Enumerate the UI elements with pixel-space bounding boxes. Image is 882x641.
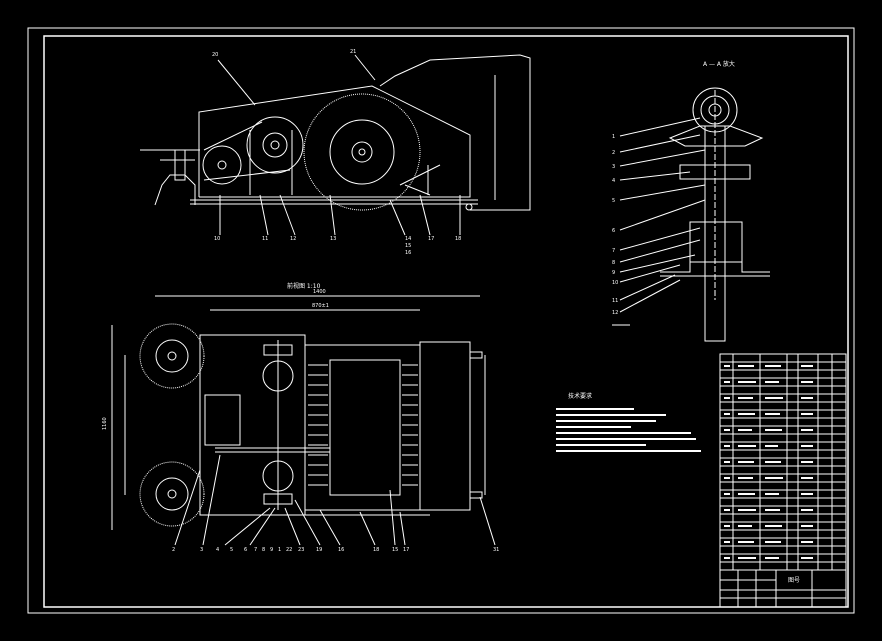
section-title: A — A 放大 bbox=[703, 60, 735, 68]
svg-text:11: 11 bbox=[612, 298, 618, 304]
svg-text:9: 9 bbox=[270, 547, 273, 553]
svg-text:18: 18 bbox=[455, 236, 461, 242]
plan-view: 前视图 1:10 1400 870±1 1160 bbox=[102, 282, 499, 553]
svg-text:7: 7 bbox=[612, 248, 615, 254]
svg-text:12: 12 bbox=[612, 310, 618, 316]
svg-text:8: 8 bbox=[612, 260, 615, 266]
elevation-view: 10 11 12 13 14 15 16 17 18 20 21 bbox=[140, 49, 531, 256]
parts-list-table bbox=[719, 353, 847, 608]
svg-text:13: 13 bbox=[330, 236, 336, 242]
svg-text:17: 17 bbox=[428, 236, 434, 242]
svg-text:2: 2 bbox=[172, 547, 175, 553]
svg-text:21: 21 bbox=[350, 49, 356, 55]
svg-text:17: 17 bbox=[403, 547, 409, 553]
section-view-a-a: A — A 放大 1 2 3 4 5 6 7 8 9 10 11 bbox=[612, 60, 770, 342]
svg-text:5: 5 bbox=[612, 198, 615, 204]
svg-text:15: 15 bbox=[405, 243, 411, 249]
drum-hatching bbox=[308, 364, 418, 486]
title-block: 图号 bbox=[720, 569, 846, 607]
svg-text:8: 8 bbox=[262, 547, 265, 553]
plan-title: 前视图 1:10 bbox=[287, 282, 321, 290]
svg-text:31: 31 bbox=[493, 547, 499, 553]
svg-text:16: 16 bbox=[338, 547, 344, 553]
svg-text:1: 1 bbox=[612, 134, 615, 140]
svg-text:11: 11 bbox=[262, 236, 268, 242]
svg-text:2: 2 bbox=[612, 150, 615, 156]
svg-text:19: 19 bbox=[316, 547, 322, 553]
svg-text:4: 4 bbox=[216, 547, 219, 553]
svg-text:18: 18 bbox=[373, 547, 379, 553]
technical-notes: 技术要求 bbox=[556, 392, 701, 452]
parts-list-rows bbox=[720, 361, 846, 571]
svg-text:3: 3 bbox=[200, 547, 203, 553]
drawing-frame bbox=[27, 27, 855, 614]
svg-text:12: 12 bbox=[290, 236, 296, 242]
svg-text:3: 3 bbox=[612, 164, 615, 170]
title-block-mark: 图号 bbox=[788, 577, 800, 584]
tech-notes-title: 技术要求 bbox=[568, 392, 592, 400]
svg-text:9: 9 bbox=[612, 270, 615, 276]
svg-text:23: 23 bbox=[298, 547, 304, 553]
svg-text:10: 10 bbox=[214, 236, 220, 242]
dim-side: 1160 bbox=[102, 417, 108, 430]
svg-text:15: 15 bbox=[392, 547, 398, 553]
svg-text:7: 7 bbox=[254, 547, 257, 553]
dim-mid: 870±1 bbox=[312, 303, 329, 309]
svg-text:16: 16 bbox=[405, 250, 411, 256]
svg-text:6: 6 bbox=[244, 547, 247, 553]
svg-text:20: 20 bbox=[212, 52, 218, 58]
dim-overall: 1400 bbox=[313, 289, 326, 295]
svg-text:10: 10 bbox=[612, 280, 618, 286]
svg-text:14: 14 bbox=[405, 236, 411, 242]
svg-text:6: 6 bbox=[612, 228, 615, 234]
svg-text:4: 4 bbox=[612, 178, 615, 184]
svg-text:5: 5 bbox=[230, 547, 233, 553]
parts-list-text-marks bbox=[724, 365, 813, 559]
svg-text:1: 1 bbox=[278, 547, 281, 553]
svg-text:22: 22 bbox=[286, 547, 292, 553]
